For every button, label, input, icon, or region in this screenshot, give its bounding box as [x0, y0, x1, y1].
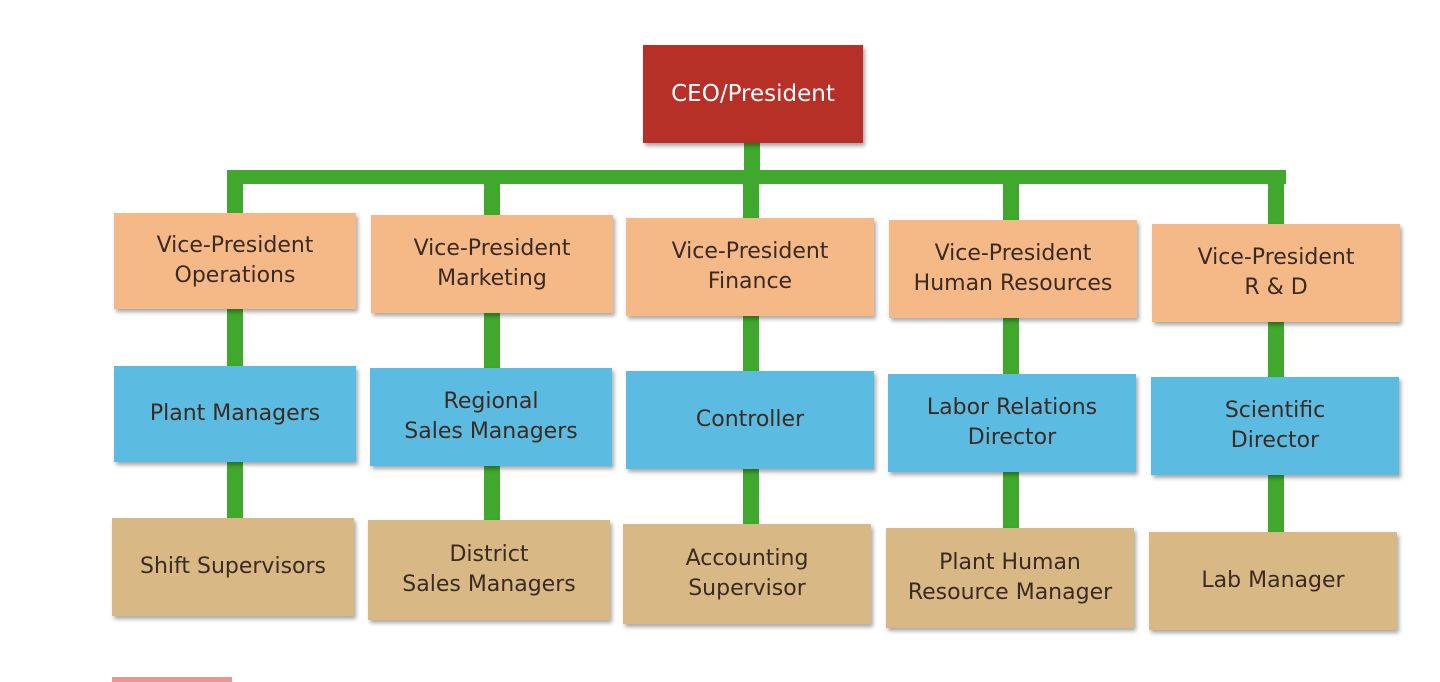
regional-sales-managers-box: Regional Sales Managers	[370, 368, 612, 466]
vp-finance-box: Vice-President Finance	[626, 218, 874, 316]
labor-relations-director-box: Labor Relations Director	[888, 374, 1136, 472]
labor-relations-director-label: Labor Relations Director	[926, 395, 1098, 450]
plant-hr-manager-box: Plant Human Resource Manager	[886, 528, 1134, 628]
vp-rd-label: Vice-President R & D	[1197, 245, 1355, 300]
regional-sales-managers-label: Regional Sales Managers	[404, 389, 578, 444]
ceo-label: CEO/President	[671, 81, 835, 107]
vp-rd-box: Vice-President R & D	[1152, 224, 1400, 322]
vp-human-resources-label: Vice-President Human Resources	[913, 241, 1113, 296]
plant-hr-manager-label: Plant Human Resource Manager	[907, 550, 1113, 605]
vp-operations-box: Vice-President Operations	[114, 213, 356, 309]
scientific-director-box: Scientific Director	[1151, 377, 1399, 475]
shift-supervisors-label: Shift Supervisors	[139, 554, 326, 579]
accounting-supervisor-box: Accounting Supervisor	[623, 524, 871, 624]
district-sales-managers-box: District Sales Managers	[368, 520, 610, 620]
figure-caption-mark	[112, 677, 232, 682]
shift-supervisors-box: Shift Supervisors	[112, 518, 354, 616]
vp-human-resources-box: Vice-President Human Resources	[889, 220, 1137, 318]
district-sales-managers-label: District Sales Managers	[402, 542, 576, 597]
vp-finance-label: Vice-President Finance	[671, 239, 829, 294]
vp-marketing-box: Vice-President Marketing	[371, 215, 613, 313]
vp-operations-label: Vice-President Operations	[156, 233, 314, 288]
ceo-box: CEO/President	[643, 45, 863, 143]
vp-marketing-label: Vice-President Marketing	[413, 236, 571, 291]
scientific-director-label: Scientific Director	[1224, 398, 1326, 453]
plant-managers-box: Plant Managers	[114, 366, 356, 462]
lab-manager-label: Lab Manager	[1201, 568, 1345, 593]
connector-ceo-down	[744, 143, 760, 178]
plant-managers-label: Plant Managers	[149, 401, 321, 426]
lab-manager-box: Lab Manager	[1149, 532, 1397, 630]
controller-label: Controller	[695, 407, 805, 432]
controller-box: Controller	[626, 371, 874, 469]
accounting-supervisor-label: Accounting Supervisor	[685, 546, 809, 601]
